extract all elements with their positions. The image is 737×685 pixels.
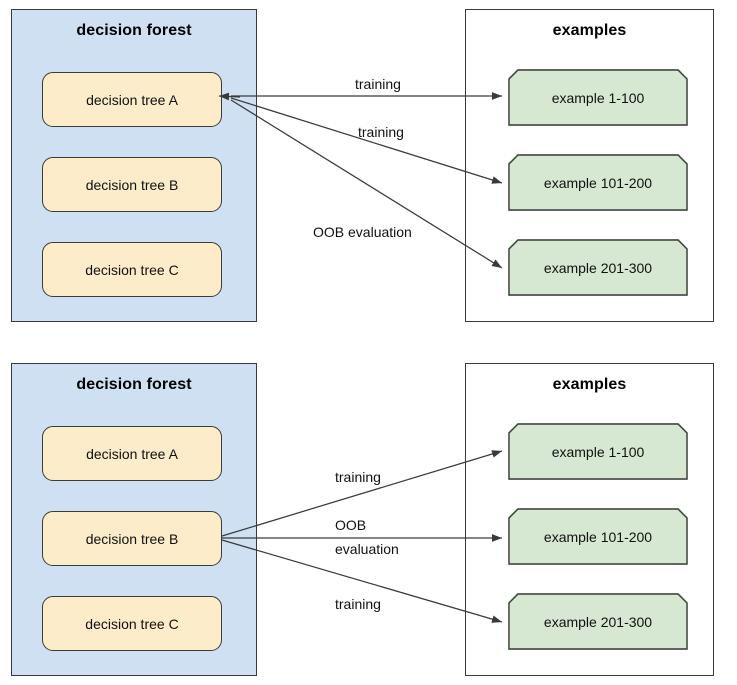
edge-label-oob-bottom: OOB (335, 517, 367, 533)
examples-title-bottom: examples (552, 376, 627, 393)
edge-tree-b-to-example-3-bottom (221, 539, 503, 623)
decision-forest-title-top: decision forest (76, 22, 192, 39)
examples-panel-top: examples example 1-100 example 101-200 e… (465, 9, 714, 322)
edge-tree-a-to-example-2-top (230, 97, 503, 184)
edge-label-oob-evaluation-top: OOB evaluation (313, 224, 412, 240)
examples-title-top: examples (552, 22, 627, 39)
panel-group-bottom: decision forest decision tree A decision… (0, 354, 737, 676)
edge-label-training-1-bottom: training (335, 469, 381, 485)
edge-tree-b-to-example-1-bottom (221, 450, 503, 537)
tree-box-b-bottom[interactable]: decision tree B (42, 511, 222, 566)
decision-forest-title-bottom: decision forest (76, 376, 192, 393)
edge-label-training-1-top: training (355, 76, 401, 92)
edge-label-training-2-top: training (358, 124, 404, 140)
examples-panel-bottom: examples example 1-100 example 101-200 e… (465, 363, 714, 676)
tree-box-b-top[interactable]: decision tree B (42, 157, 222, 212)
edge-label-training-2-bottom: training (335, 596, 381, 612)
tree-box-c-top[interactable]: decision tree C (42, 242, 222, 297)
edge-layer-bottom (221, 450, 503, 623)
decision-forest-panel-bottom: decision forest decision tree A decision… (11, 363, 257, 676)
tree-box-a-bottom[interactable]: decision tree A (42, 426, 222, 481)
edge-layer-top (218, 92, 503, 269)
tree-box-a-top[interactable]: decision tree A (42, 72, 222, 127)
edge-tree-a-to-example-3-top (230, 99, 503, 269)
tree-box-c-bottom[interactable]: decision tree C (42, 596, 222, 651)
decision-forest-panel-top: decision forest decision tree A decision… (11, 9, 257, 322)
edge-backarrow-tree-a-top (218, 92, 241, 101)
panel-group-top: decision forest decision tree A decision… (0, 0, 737, 322)
edge-label-evaluation-bottom: evaluation (335, 541, 399, 557)
